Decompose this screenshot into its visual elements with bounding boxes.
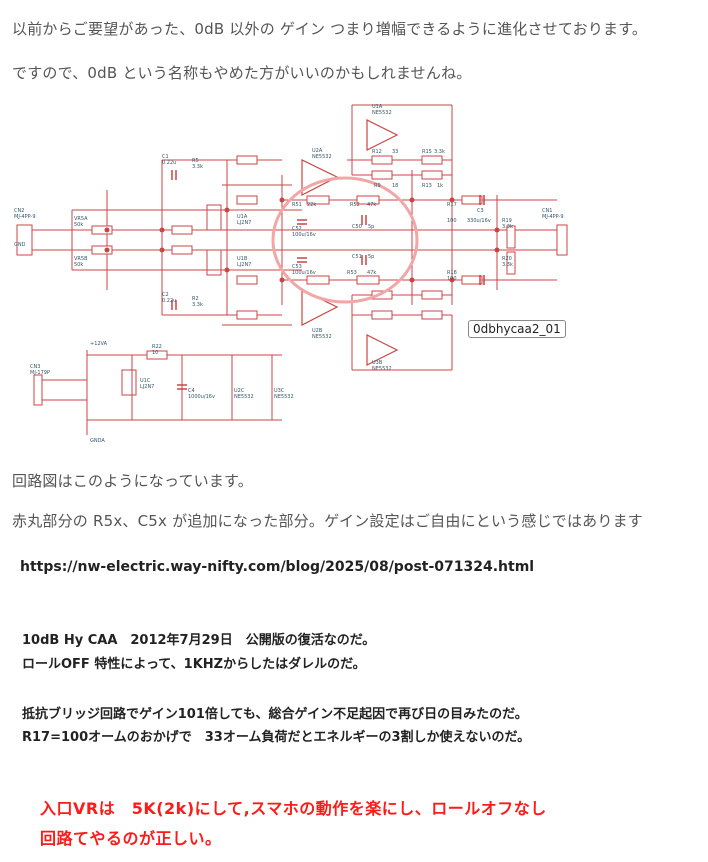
schematic-label: 5p: [368, 254, 374, 260]
schematic-label: U2A: [312, 148, 323, 154]
schematic-label: 47k: [367, 202, 376, 208]
schematic-label: 3.3k: [192, 302, 203, 308]
schematic-label: R12: [372, 149, 382, 155]
schematic-label: U1B: [237, 256, 248, 262]
schematic-label: R2: [192, 296, 199, 302]
comment-line-2: ロールOFF 特性によって、1KHZからしたはダレルのだ。: [22, 657, 366, 672]
schematic-label: GNDA: [90, 438, 105, 444]
schematic-label: 50k: [74, 262, 83, 268]
schematic-label: R19: [502, 218, 512, 224]
schematic-label: C52: [292, 226, 302, 232]
schematic-label: LJ2N7: [237, 220, 251, 226]
schematic-label: NE5532: [312, 334, 332, 340]
schematic-label: C1: [162, 154, 169, 160]
red-note-line-2: 回路てやるのが正しい。: [40, 829, 222, 848]
schematic-label: R9: [374, 183, 381, 189]
intro-line-1: 以前からご要望があった、0dB 以外の ゲイン つまり増幅できるように進化させて…: [12, 20, 648, 38]
schematic-label: GND: [14, 242, 26, 248]
schematic-label: R22: [152, 344, 162, 350]
schematic-label: 50k: [74, 222, 83, 228]
red-note-line-1: 入口VRは 5K(2k)にして,スマホの動作を楽にし、ロールオフなし: [40, 799, 547, 818]
schematic-label: VR5B: [74, 256, 88, 262]
schematic-label: U2B: [312, 328, 323, 334]
schematic-label: 330u/16v: [467, 218, 491, 224]
schematic-label: 0.22u: [162, 298, 176, 304]
schematic-label: R5: [192, 158, 199, 164]
schematic-label: NE5532: [372, 366, 392, 372]
schematic-label: R17: [447, 202, 457, 208]
schematic-label: R51: [292, 202, 302, 208]
schematic-label: 0.22u: [162, 160, 176, 166]
schematic-label: R15: [422, 149, 432, 155]
caption-line-1: 回路図はこのようになっています。: [12, 472, 253, 490]
schematic-label: CN3: [30, 364, 40, 370]
comment-line-1: 10dB Hy CAA 2012年7月29日 公開版の復活なのだ。: [22, 633, 376, 648]
schematic-label: 22k: [307, 202, 316, 208]
schematic-label: U1A: [372, 104, 383, 110]
image-tooltip: 0dbhycaa2_01: [468, 320, 566, 338]
schematic-label: R18: [447, 270, 457, 276]
schematic-label: 3.3k: [502, 224, 513, 230]
schematic-label: 5p: [368, 224, 374, 230]
schematic-image: U1A NE5532 U2A NE5532 U1A LJ2N7 U1B LJ2N…: [14, 104, 568, 444]
schematic-label: 100: [447, 218, 457, 224]
schematic-label: +12VA: [90, 341, 108, 347]
schematic-label: CN1: [542, 208, 552, 214]
schematic-label: 100u/16v: [292, 232, 316, 238]
schematic-label: R20: [502, 256, 512, 262]
comment-line-3: 抵抗ブリッジ回路でゲイン101倍しても、総合ゲイン不足起因で再び日の目みたのだ。: [22, 707, 528, 722]
schematic-label: R13: [422, 183, 432, 189]
schematic-label: U2C: [234, 388, 245, 394]
schematic-label: MJ-4PP-9: [542, 214, 564, 220]
schematic-label: 100: [447, 276, 457, 282]
schematic-label: 10: [152, 350, 158, 356]
comment-line-4: R17=100オームのおかげで 33オーム負荷だとエネルギーの3割しか使えないの…: [22, 730, 531, 745]
schematic-label: C4: [188, 388, 195, 394]
schematic-label: 100u/16v: [292, 270, 316, 276]
schematic-label: 47k: [367, 270, 376, 276]
schematic-label: 3.3k: [502, 262, 513, 268]
schematic-label: VR5A: [74, 216, 88, 222]
schematic-label: LJ2N7: [140, 384, 154, 390]
schematic-label: CN2: [14, 208, 24, 214]
caption-line-2: 赤丸部分の R5x、C5x が追加になった部分。ゲイン設定はご自由にという感じで…: [12, 512, 643, 530]
reference-url[interactable]: https://nw-electric.way-nifty.com/blog/2…: [20, 559, 535, 575]
schematic-label: 33: [392, 149, 398, 155]
schematic-label: NE5532: [274, 394, 294, 400]
schematic-label: 3.3k: [192, 164, 203, 170]
intro-line-2: ですので、0dB という名称もやめた方がいいのかもしれませんね。: [12, 64, 472, 82]
schematic-label: C53: [292, 264, 302, 270]
schematic-label: C2: [162, 292, 169, 298]
schematic-label: MJ-4PP-9: [14, 214, 36, 220]
schematic-label: 18: [392, 183, 398, 189]
schematic-label: 1000u/16v: [188, 394, 215, 400]
schematic-label: U1C: [140, 378, 151, 384]
text-fade: [0, 532, 708, 544]
schematic-label: U3B: [372, 360, 383, 366]
schematic-label: U3C: [274, 388, 285, 394]
schematic-label: MJ-179P: [30, 370, 50, 376]
schematic-label: NE5532: [234, 394, 254, 400]
schematic-label: U1A: [237, 214, 248, 220]
schematic-label: 1k: [437, 183, 443, 189]
schematic-label: NE5532: [312, 154, 332, 160]
schematic-label: NE5532: [372, 110, 392, 116]
schematic-label: C51: [352, 254, 362, 260]
schematic-label: C50: [352, 224, 362, 230]
schematic-label: R52: [350, 202, 360, 208]
schematic-label: LJ2N7: [237, 262, 251, 268]
schematic-label: 3.3k: [434, 149, 445, 155]
schematic-label: R53: [347, 270, 357, 276]
schematic-label: C3: [477, 208, 484, 214]
